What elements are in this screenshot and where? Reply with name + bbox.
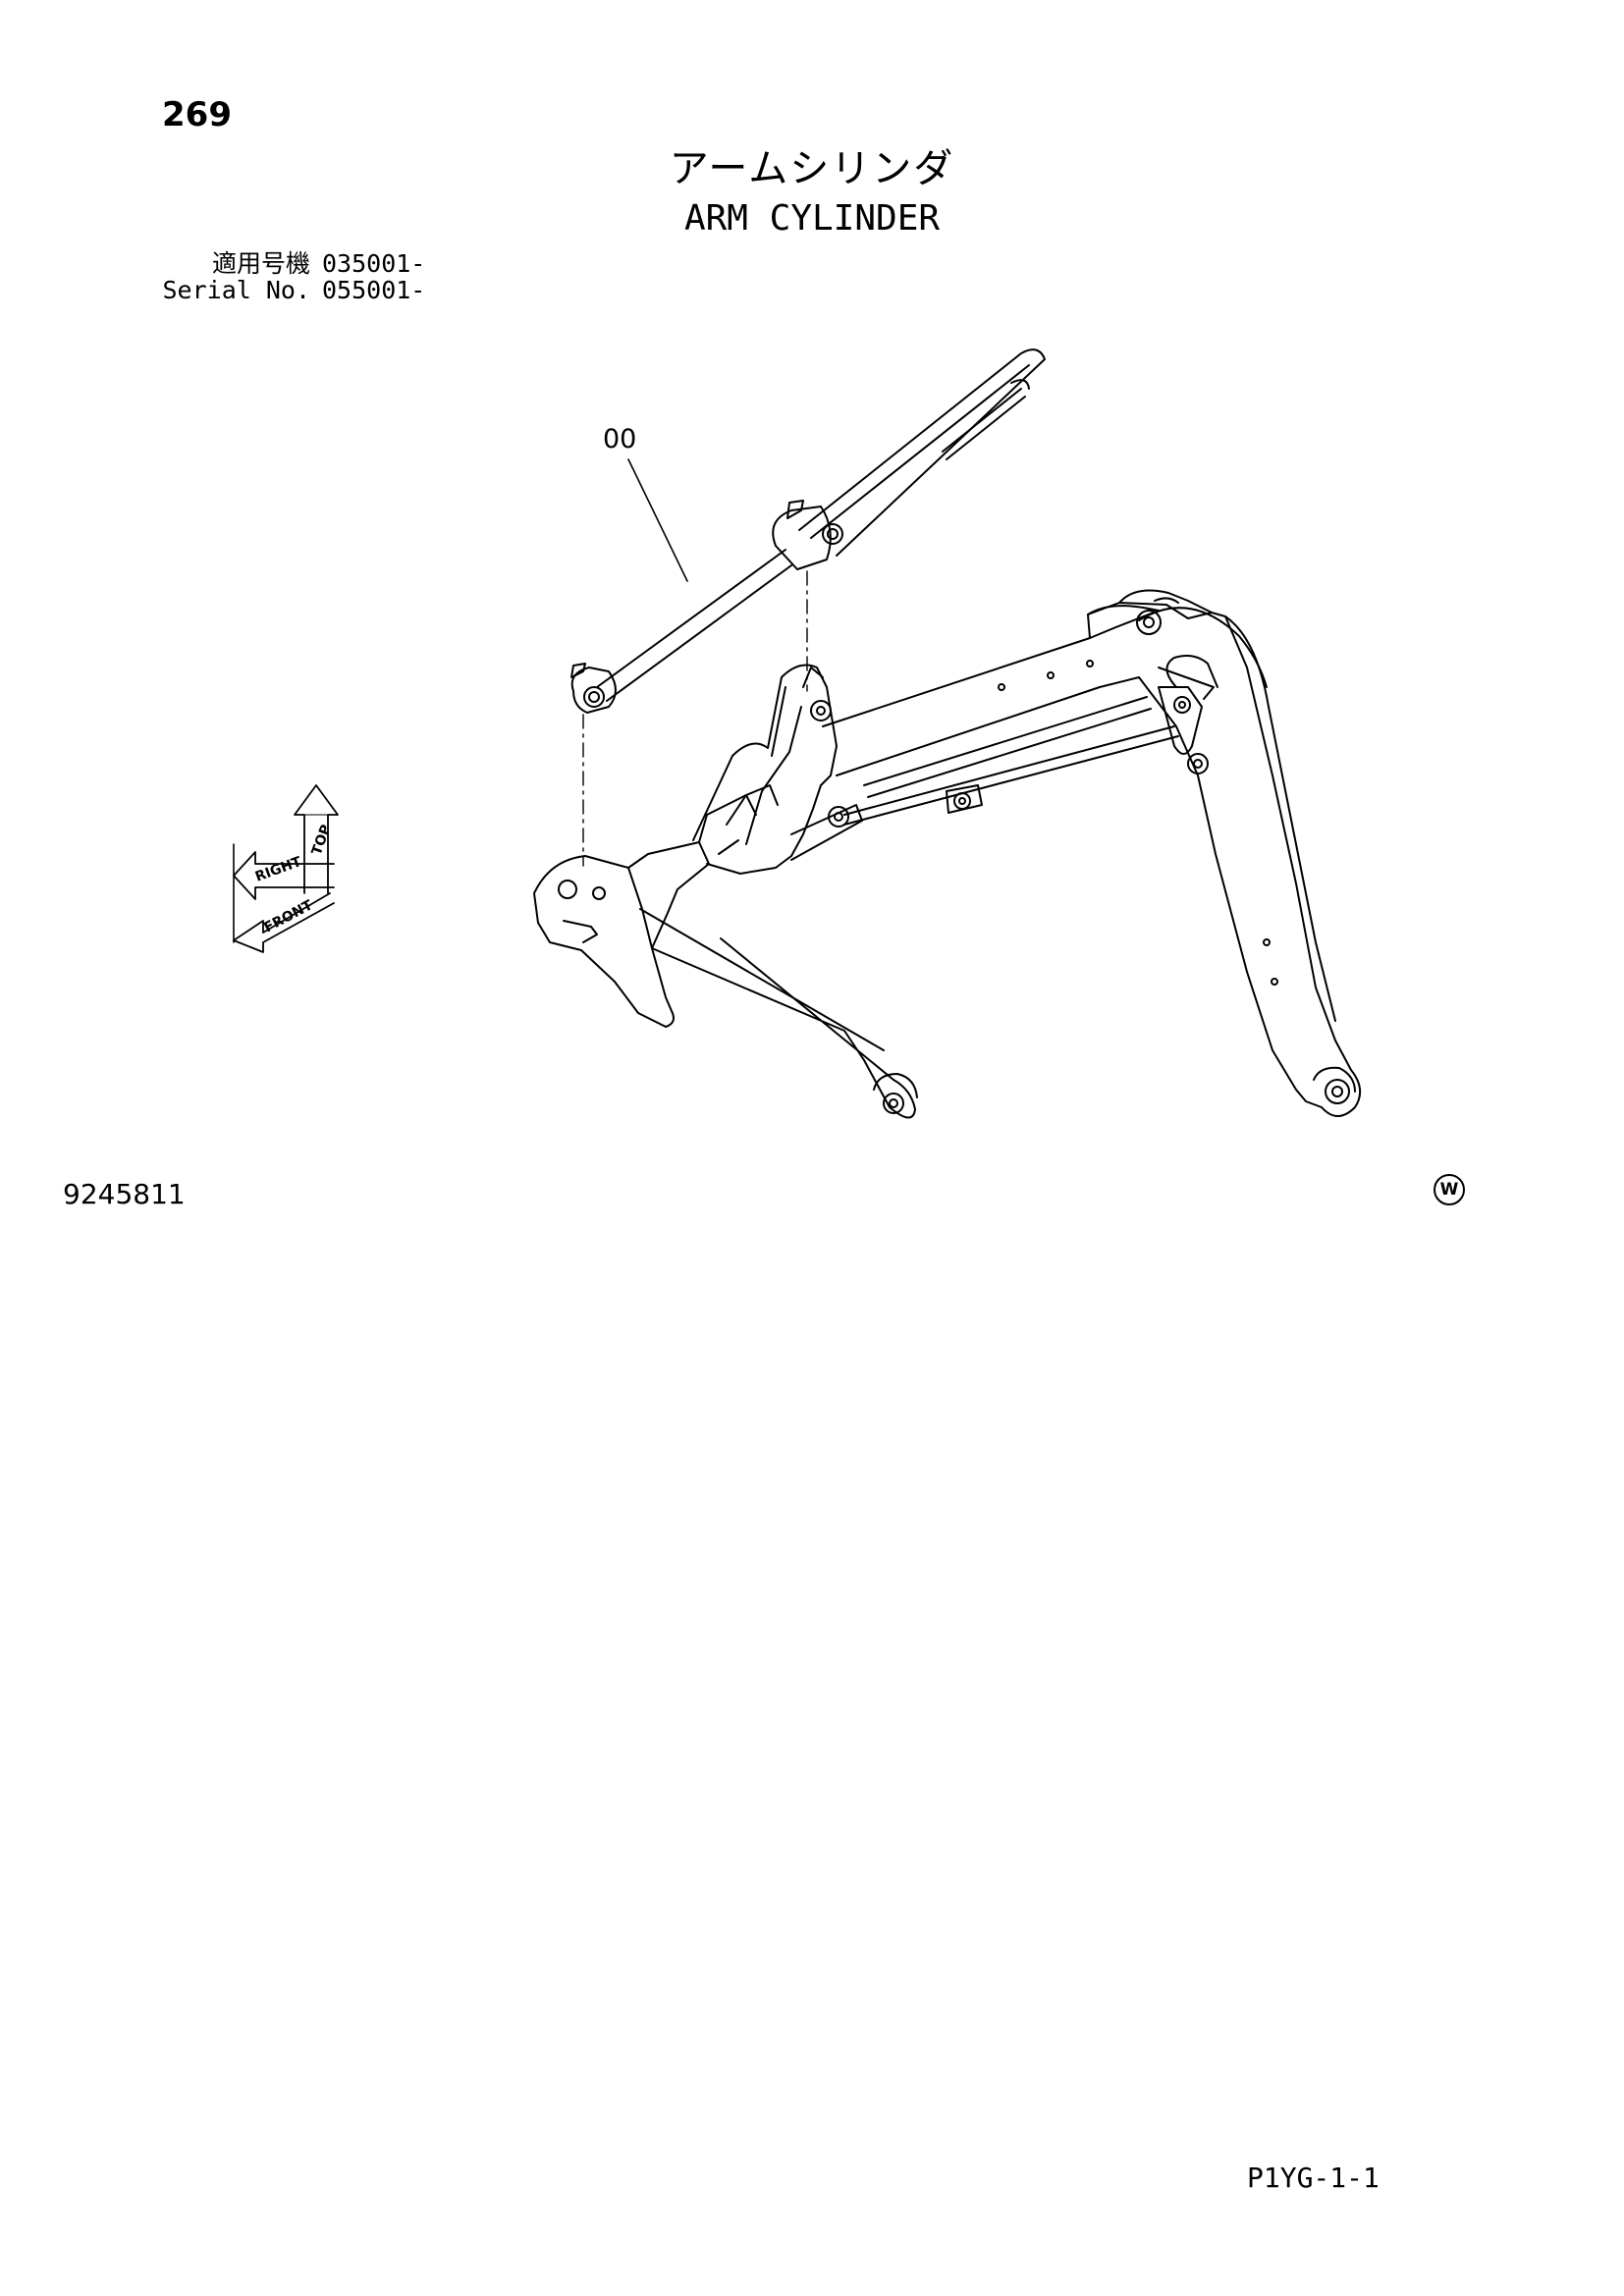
page-code: P1YG-1-1 [1247, 2162, 1380, 2194]
title-english: ARM CYLINDER [683, 198, 941, 239]
serial-en-label: Serial No. [162, 276, 310, 304]
orientation-label-top: TOP [309, 823, 335, 857]
serial-row-en: Serial No. 055001- [157, 277, 425, 303]
title-japanese: アームシリンダ [669, 146, 955, 191]
serial-jp-label: 適用号機 [211, 249, 310, 278]
drawing-number: 9245811 [63, 1178, 186, 1210]
boom [533, 589, 1362, 1119]
serial-en-value: 055001- [322, 276, 426, 304]
serial-block: 適用号機 035001- Serial No. 055001- [157, 250, 425, 303]
part-label: 00 [603, 424, 637, 454]
orientation-label-right: RIGHT [253, 854, 304, 885]
arm-cylinder [570, 348, 1046, 714]
serial-row-jp: 適用号機 035001- [157, 250, 425, 277]
page-number: 269 [162, 95, 232, 134]
orientation-icon: TOP RIGHT FRONT [233, 784, 339, 953]
orientation-label-front: FRONT [261, 897, 315, 935]
parts-drawing: TOP RIGHT FRONT [233, 348, 1362, 1119]
w-mark: W [1434, 1174, 1465, 1205]
part-leader-line [627, 458, 688, 582]
serial-jp-value: 035001- [322, 249, 426, 278]
